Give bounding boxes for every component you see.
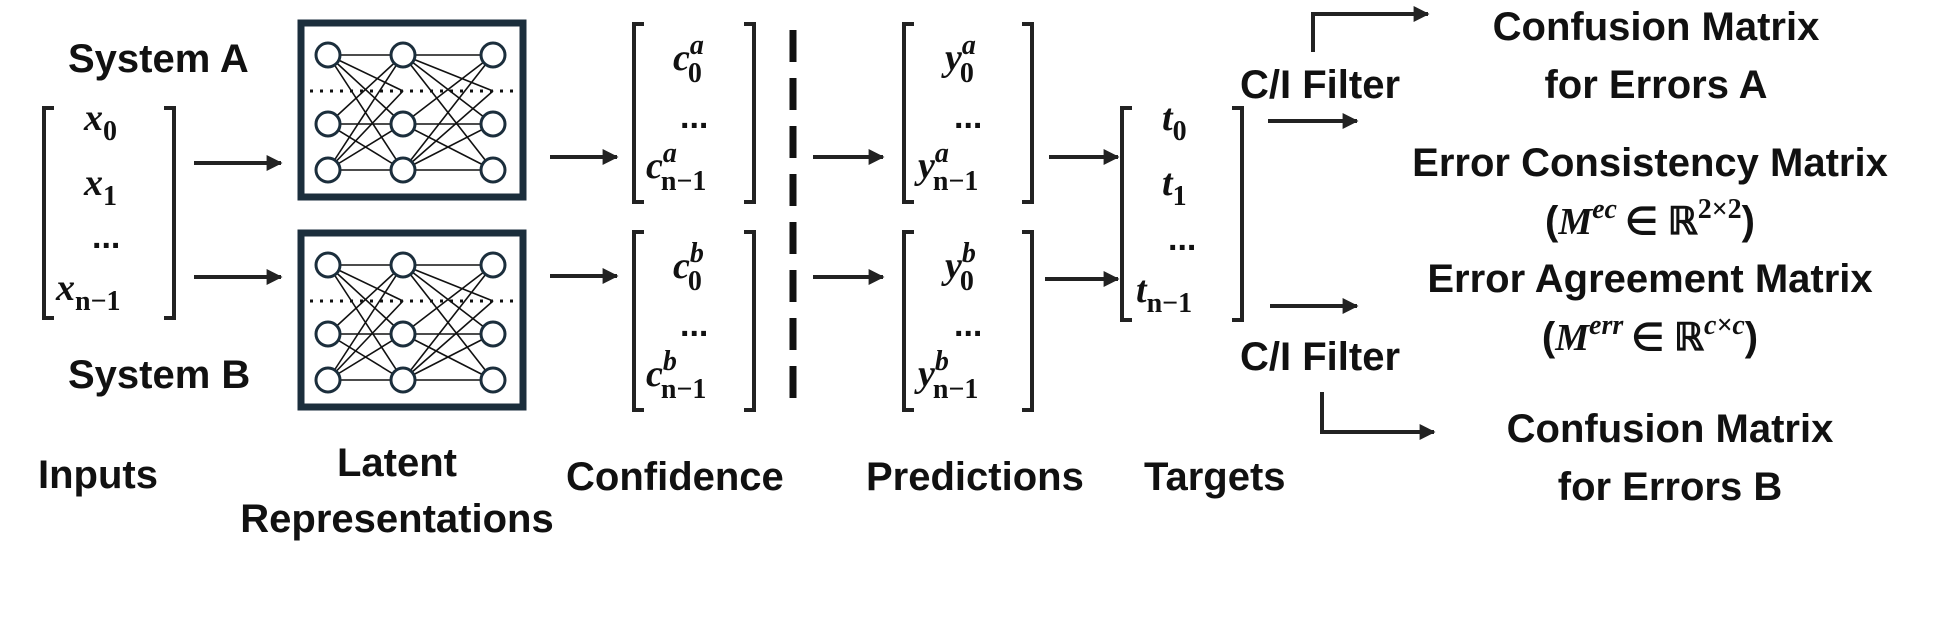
- network-node: [479, 251, 507, 279]
- network-edge: [327, 90, 404, 171]
- network-node: [389, 110, 417, 138]
- confusion-a-title: Confusion Matrix: [1493, 5, 1820, 49]
- pred-b-left-bracket: [902, 230, 914, 412]
- inputs-vector: x0 x1 ... xn−1: [42, 97, 176, 320]
- pred-a-ellipsis: ...: [954, 98, 982, 136]
- network-edge: [327, 123, 404, 171]
- error-consistency-formula: (Mec∈ ℝ2×2): [1545, 194, 1755, 243]
- network-node: [479, 41, 507, 69]
- network-node: [389, 41, 417, 69]
- conf-b-right-bracket: [744, 230, 756, 412]
- network-node: [314, 110, 342, 138]
- label-confidence: Confidence: [566, 455, 784, 499]
- target-t0: t0: [1162, 97, 1187, 147]
- pred-a-right-bracket: [1022, 22, 1034, 204]
- label-system-b: System B: [68, 353, 250, 397]
- input-ellipsis: ...: [92, 218, 120, 256]
- network-node: [389, 366, 417, 394]
- arrow-filter-to-confusion-a: [1311, 6, 1430, 52]
- network-edge: [327, 333, 404, 381]
- neural-network-b: [297, 229, 527, 411]
- error-agreement-title: Error Agreement Matrix: [1427, 257, 1872, 301]
- conf-a-left-bracket: [632, 22, 644, 204]
- target-t1: t1: [1162, 162, 1187, 212]
- network-node: [479, 110, 507, 138]
- network-node: [314, 156, 342, 184]
- label-predictions: Predictions: [866, 455, 1084, 499]
- network-edge: [402, 264, 494, 335]
- network-node: [479, 320, 507, 348]
- error-agreement-formula: (Merr∈ ℝc×c): [1542, 310, 1758, 359]
- input-xn: xn−1: [55, 267, 121, 317]
- conf-a-right-bracket: [744, 22, 756, 204]
- confusion-b-title: Confusion Matrix: [1507, 407, 1834, 451]
- targets-vector: t0 t1 ... tn−1: [1120, 97, 1244, 322]
- network-edge: [327, 264, 404, 302]
- inputs-right-bracket: [164, 106, 176, 320]
- targets-right-bracket: [1232, 106, 1244, 322]
- network-edge: [327, 264, 404, 335]
- label-ci-filter-top: C/I Filter: [1240, 63, 1400, 107]
- label-ci-filter-bottom: C/I Filter: [1240, 335, 1400, 379]
- network-edge: [327, 264, 404, 381]
- label-targets: Targets: [1144, 455, 1286, 499]
- network-edge: [402, 54, 494, 92]
- network-node: [314, 251, 342, 279]
- network-edge: [402, 300, 494, 381]
- network-edge: [327, 54, 404, 92]
- network-node: [389, 320, 417, 348]
- pred-a-left-bracket: [902, 22, 914, 204]
- network-node: [314, 41, 342, 69]
- label-system-a: System A: [68, 37, 249, 81]
- input-x1: x1: [83, 162, 117, 212]
- network-edge: [402, 123, 494, 171]
- neural-network-a: [297, 19, 527, 201]
- inputs-left-bracket: [42, 106, 54, 320]
- network-edge: [402, 264, 494, 302]
- arrow-filter-to-confusion-b: [1320, 392, 1436, 440]
- network-node: [479, 366, 507, 394]
- network-edge: [327, 300, 404, 381]
- pred-b-ellipsis: ...: [954, 306, 982, 344]
- network-edge: [402, 264, 494, 381]
- target-ellipsis: ...: [1168, 220, 1196, 258]
- conf-b-ellipsis: ...: [680, 306, 708, 344]
- network-edge: [402, 333, 494, 381]
- conf-a-ellipsis: ...: [680, 98, 708, 136]
- network-node: [314, 320, 342, 348]
- label-latent-line1: Latent: [337, 441, 457, 485]
- label-inputs: Inputs: [38, 453, 158, 497]
- targets-left-bracket: [1120, 106, 1132, 322]
- network-edge: [402, 54, 494, 171]
- network-edge: [402, 90, 494, 171]
- network-node: [479, 156, 507, 184]
- confusion-a-subtitle: for Errors A: [1544, 63, 1767, 107]
- network-edge: [327, 54, 404, 125]
- error-consistency-title: Error Consistency Matrix: [1412, 141, 1888, 185]
- input-x0: x0: [83, 97, 117, 147]
- label-latent-line2: Representations: [240, 497, 553, 541]
- confusion-b-subtitle: for Errors B: [1558, 465, 1783, 509]
- network-node: [389, 156, 417, 184]
- target-tn: tn−1: [1136, 269, 1192, 319]
- conf-b-left-bracket: [632, 230, 644, 412]
- network-node: [314, 366, 342, 394]
- network-edge: [402, 54, 494, 125]
- pred-b-right-bracket: [1022, 230, 1034, 412]
- network-edge: [327, 54, 404, 171]
- network-node: [389, 251, 417, 279]
